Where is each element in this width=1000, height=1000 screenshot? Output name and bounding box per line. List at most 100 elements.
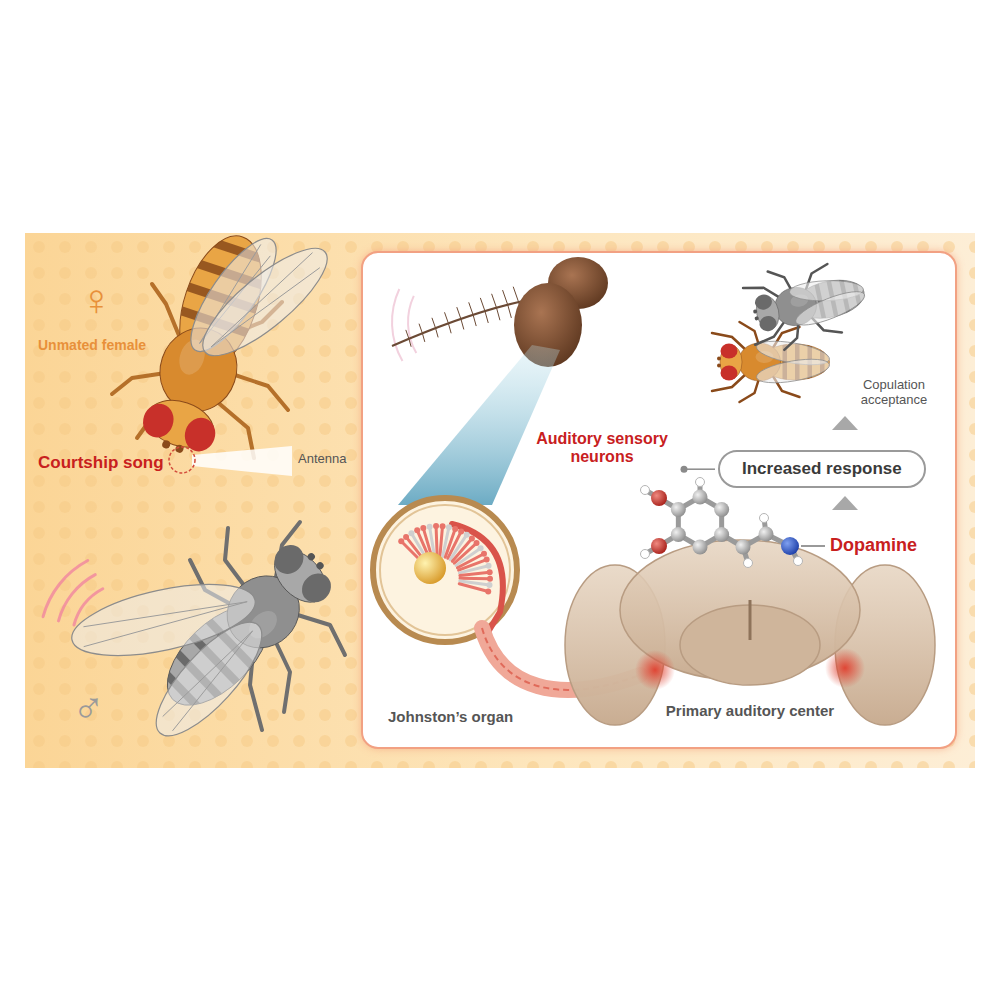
carbon-atom <box>714 502 729 517</box>
hydrogen-atom <box>641 550 650 559</box>
scolopidium <box>459 584 488 592</box>
arista-branch <box>469 302 473 314</box>
label-text: Antenna <box>298 451 346 466</box>
organ-bulb <box>414 552 446 584</box>
background-band <box>25 233 975 768</box>
label-text: Auditory sensory neurons <box>536 430 668 465</box>
scolopidium-tip <box>478 545 484 551</box>
response-box: Increased response <box>718 450 926 488</box>
carbon-atom <box>736 540 751 555</box>
background-dots <box>25 233 975 768</box>
arista-branch <box>457 307 461 319</box>
female-label: Unmated female <box>38 337 146 353</box>
hydrogen-atom <box>696 478 705 487</box>
arista <box>392 300 528 346</box>
fly-antenna <box>306 552 316 562</box>
fly-antenna <box>174 444 184 454</box>
antenna-highlight <box>169 447 195 473</box>
scolopidium-tip <box>420 525 426 531</box>
label-text: Johnston’s organ <box>388 708 513 725</box>
wing-vein <box>167 631 259 731</box>
behavior-label: Copulation acceptance <box>848 378 940 408</box>
wing-vein <box>206 253 317 347</box>
scolopidium <box>430 527 435 557</box>
label-text: Primary auditory center <box>666 702 834 719</box>
zoom-cone <box>398 345 560 505</box>
fly-eye <box>139 400 178 442</box>
carbon-atom <box>671 502 686 517</box>
arista-branch <box>445 312 449 323</box>
label-text: Dopamine <box>830 535 917 555</box>
label-text: Copulation acceptance <box>861 377 928 407</box>
molecule-label: Dopamine <box>830 535 917 556</box>
up-triangle <box>832 416 858 430</box>
fly-eye <box>180 414 219 456</box>
arista-branch <box>513 287 518 302</box>
scolopidium-tip <box>458 528 464 534</box>
auditory-center-spot <box>825 648 865 688</box>
wing-membrane <box>755 355 831 388</box>
fly-eye <box>721 344 738 359</box>
carbon-atom <box>693 540 708 555</box>
carbon-atom <box>671 527 686 542</box>
arista-branch <box>480 298 485 311</box>
scolopidium-tip <box>408 530 414 536</box>
arista-branch <box>485 311 488 323</box>
arista-branch <box>419 324 422 334</box>
organ-label: Johnston’s organ <box>388 708 513 725</box>
carbon-atom <box>693 490 708 505</box>
sound-wave <box>392 289 402 361</box>
arista-branch <box>461 319 464 330</box>
scolopidium-tip <box>481 551 487 557</box>
scolopidium-tip <box>414 527 420 533</box>
scolopidium <box>436 526 437 556</box>
nerve-bundle <box>452 524 503 632</box>
hydrogen-atom <box>760 514 769 523</box>
scolopidium <box>460 577 490 580</box>
scolopidium-tip <box>485 588 491 594</box>
johnstons-organ <box>373 498 517 642</box>
carbon-atom <box>714 527 729 542</box>
scolopidium-tip <box>487 576 493 582</box>
fly-antenna <box>753 309 758 314</box>
arista-branch <box>436 328 439 337</box>
arista-branch <box>422 333 424 342</box>
fly-eye <box>758 315 778 333</box>
fly-antenna <box>315 561 325 571</box>
arista-branch <box>496 308 499 321</box>
scolopidium-tip <box>446 524 452 530</box>
fly-leg <box>152 284 180 338</box>
detail-panel <box>362 252 956 748</box>
scolopidium-tip <box>433 523 439 529</box>
label-text: Courtship song <box>38 453 164 472</box>
fly-leg <box>215 400 254 458</box>
nitrogen-atom <box>781 537 799 555</box>
sound-wave <box>43 561 88 617</box>
fly-eye <box>721 366 738 381</box>
hydrogen-atom <box>794 557 803 566</box>
callout-wedge <box>192 446 292 476</box>
fly-antenna <box>717 357 721 361</box>
leader-line <box>684 468 715 470</box>
wing-membrane <box>189 233 341 371</box>
label-text: Unmated female <box>38 337 146 353</box>
wing-membrane <box>141 608 278 751</box>
wing-vein <box>211 261 320 354</box>
oxygen-atom <box>651 490 667 506</box>
fly-eye <box>269 539 310 580</box>
arista-branch <box>503 290 508 305</box>
scolopidium-tip <box>464 532 470 538</box>
female-symbol: ♀ <box>80 278 113 322</box>
scolopidium-tip <box>403 534 409 540</box>
scolopidium-tip <box>484 557 490 563</box>
up-triangle <box>832 496 858 510</box>
wing-membrane <box>792 285 868 331</box>
hydrogen-atom <box>641 486 650 495</box>
fly-eye <box>754 293 774 311</box>
fly-eye <box>296 568 337 609</box>
wing-vein <box>83 591 247 637</box>
arista-branch <box>492 294 497 308</box>
arista-branch <box>508 305 512 318</box>
